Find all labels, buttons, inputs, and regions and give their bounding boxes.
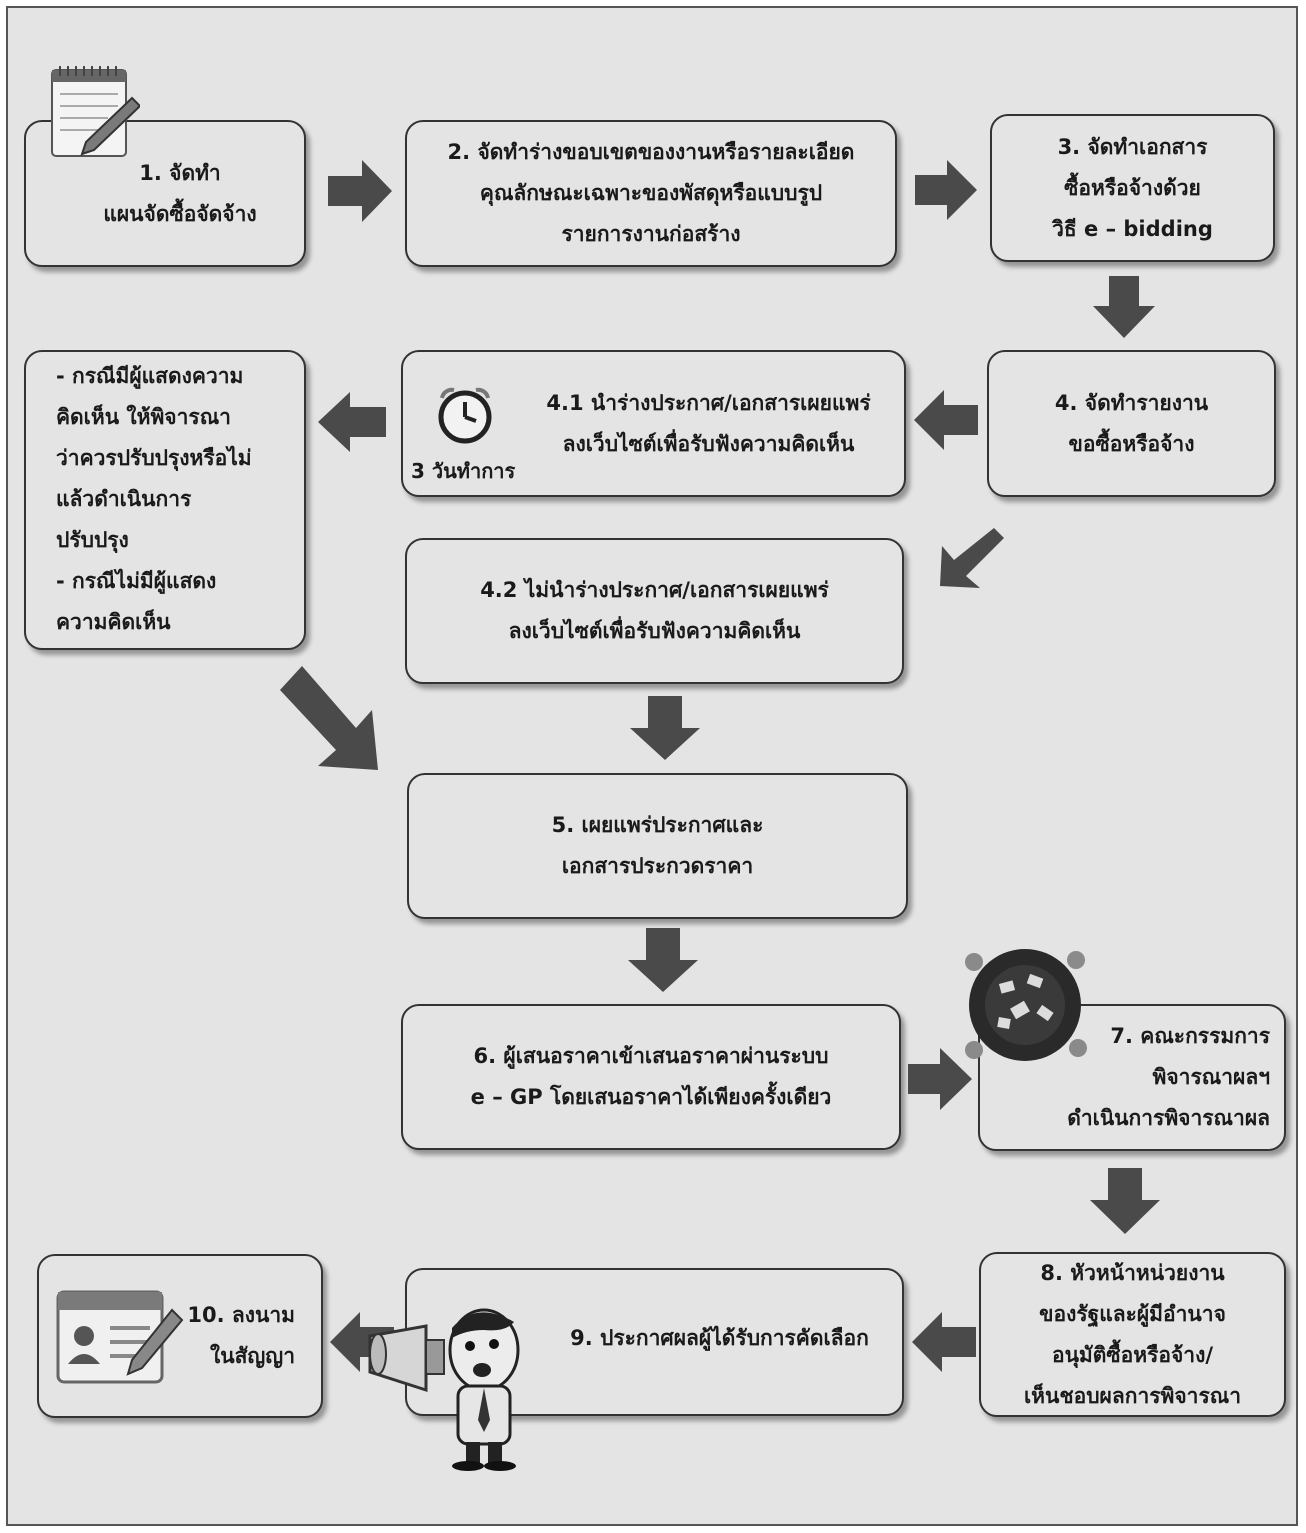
arrow-comment-to-5 [280,666,378,770]
step-5-line-2: เอกสารประกวดราคา [561,854,754,878]
id-card-pencil-icon [56,1290,184,1384]
step-1-line-1: 1. จัดทำ [139,160,221,185]
step-8-line-1: 8. หัวหน้าหน่วยงาน [1040,1260,1225,1285]
step-5-box: 5. เผยแพร่ประกาศและ เอกสารประกวดราคา [407,773,908,919]
step-10-line-1: 10. ลงนาม [187,1303,295,1327]
step-3-box: 3. จัดทำเอกสาร ซื้อหรือจ้างด้วย วิธี e –… [990,114,1275,262]
arrow-4-2-to-5 [630,696,700,760]
step-4-line-2: ขอซื้อหรือจ้าง [1068,431,1195,456]
step-7-line-3: ดำเนินการพิจารณาผล [1067,1106,1270,1130]
arrow-8-to-9 [912,1312,976,1372]
step-2-line-2: คุณลักษณะเฉพาะของพัสดุหรือแบบรูป [479,181,823,205]
arrow-3-to-4 [1093,276,1155,338]
megaphone-man-icon [368,1308,520,1471]
step-9-line-1: 9. ประกาศผลผู้ได้รับการคัดเลือก [570,1326,869,1350]
step-8-box: 8. หัวหน้าหน่วยงาน ของรัฐและผู้มีอำนาจ อ… [979,1252,1286,1417]
step-10-line-2: ในสัญญา [209,1344,295,1368]
step-8-line-2: ของรัฐและผู้มีอำนาจ [1039,1301,1226,1326]
arrow-4-to-4-2 [940,528,1004,588]
step-4-1-line-2: ลงเว็บไซต์เพื่อรับฟังความคิดเห็น [562,431,855,456]
notepad-pencil-icon [51,66,140,157]
arrow-5-to-6 [628,928,698,992]
step-7-line-2: พิจารณาผลฯ [1152,1065,1270,1089]
step-6-box: 6. ผู้เสนอราคาเข้าเสนอราคาผ่านระบบ e – G… [401,1004,901,1150]
step-4-1-line-1: 4.1 นำร่างประกาศ/เอกสารเผยแพร่ [546,390,871,415]
step-6-line-1: 6. ผู้เสนอราคาเข้าเสนอราคาผ่านระบบ [473,1044,829,1068]
comment-box: - กรณีมีผู้แสดงความ คิดเห็น ให้พิจารณา ว… [24,350,306,650]
step-6-line-2: e – GP โดยเสนอราคาได้เพียงครั้งเดียว [470,1085,832,1109]
comment-line-7: ความคิดเห็น [56,610,171,634]
step-3-line-2: ซื้อหรือจ้างด้วย [1064,175,1201,200]
step-2-line-1: 2. จัดทำร่างขอบเขตของงานหรือรายละเอียด [447,140,855,164]
alarm-clock-icon [438,387,492,444]
step-4-2-line-1: 4.2 ไม่นำร่างประกาศ/เอกสารเผยแพร่ [480,578,829,602]
step-4-1-box: 4.1 นำร่างประกาศ/เอกสารเผยแพร่ ลงเว็บไซต… [401,350,906,497]
arrow-2-to-3 [915,160,977,220]
arrow-7-to-8 [1090,1168,1160,1234]
meeting-table-icon [965,949,1087,1061]
arrow-1-to-2 [328,160,392,222]
step-4-2-line-2: ลงเว็บไซต์เพื่อรับฟังความคิดเห็น [508,619,801,643]
step-4-line-1: 4. จัดทำรายงาน [1054,390,1209,415]
arrow-4-to-4-1 [914,390,978,450]
comment-line-6: - กรณีไม่มีผู้แสดง [56,569,217,593]
comment-line-5: ปรับปรุง [56,528,129,552]
step-5-line-1: 5. เผยแพร่ประกาศและ [551,813,764,837]
step-3-line-1: 3. จัดทำเอกสาร [1057,134,1208,159]
arrow-4-1-to-comment [318,392,386,452]
step-3-line-3: วิธี e – bidding [1052,216,1213,241]
step-8-line-4: เห็นชอบผลการพิจารณา [1023,1383,1242,1408]
step-4-2-box: 4.2 ไม่นำร่างประกาศ/เอกสารเผยแพร่ ลงเว็บ… [405,538,904,684]
step-8-line-3: อนุมัติซื้อหรือจ้าง/ [1051,1342,1214,1367]
comment-line-4: แล้วดำเนินการ [56,487,192,511]
comment-line-2: คิดเห็น ให้พิจารณา [56,405,231,429]
step-4-box: 4. จัดทำรายงาน ขอซื้อหรือจ้าง [987,350,1276,497]
step-4-1-duration-note: 3 วันทำการ [411,459,516,483]
step-1-line-2: แผนจัดซื้อจัดจ้าง [103,201,257,226]
step-2-line-3: รายการงานก่อสร้าง [561,222,741,246]
step-7-line-1: 7. คณะกรรมการ [1110,1024,1270,1048]
comment-line-3: ว่าควรปรับปรุงหรือไม่ [56,446,252,470]
step-2-box: 2. จัดทำร่างขอบเขตของงานหรือรายละเอียด ค… [405,120,897,267]
comment-line-1: - กรณีมีผู้แสดงความ [56,364,244,388]
arrow-6-to-7 [908,1048,972,1110]
